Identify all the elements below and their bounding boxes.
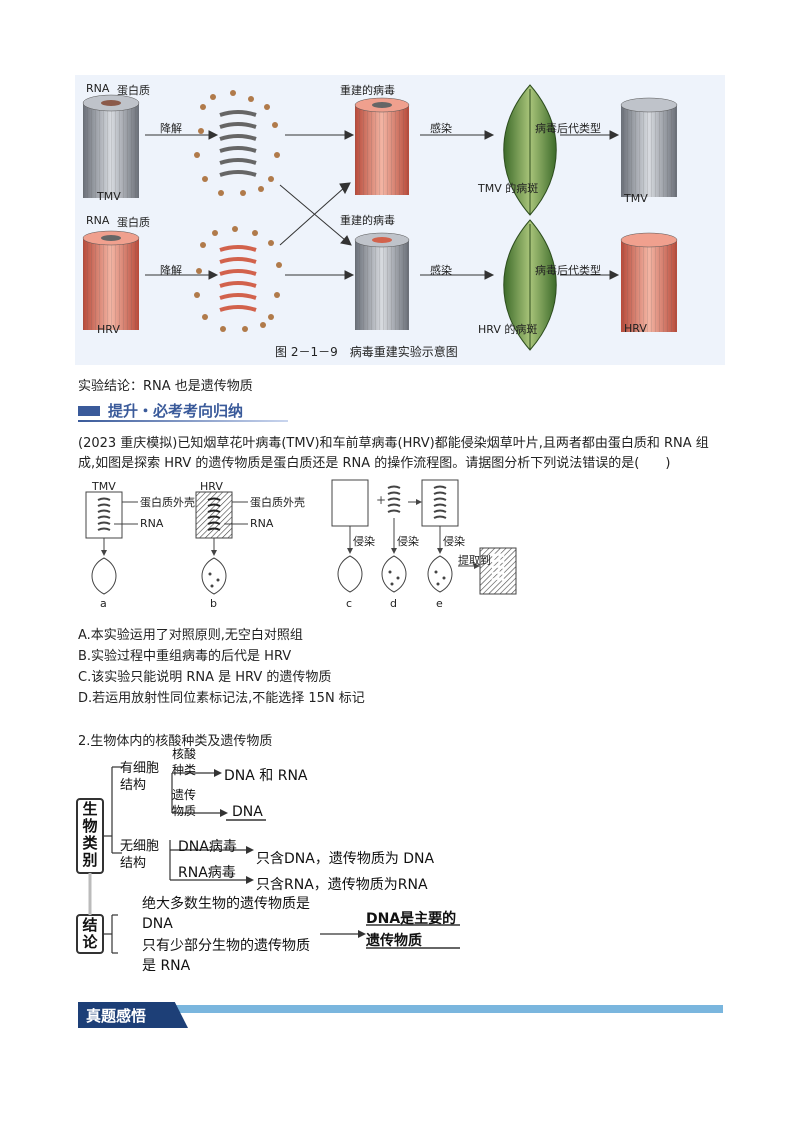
fig2-extract: 提取到 [458,554,491,567]
acellular-label: 无细胞结构 [120,839,160,871]
question-text: (2023 重庆模拟)已知烟草花叶病毒(TMV)和车前草病毒(HRV)都能侵染烟… [78,436,709,471]
fig1-result-hrv: HRV [624,322,647,335]
fig2-label-c: c [346,597,353,610]
fig2-label-b: b [210,597,217,610]
fig1-tmv-lesion: TMV 的病斑 [478,182,539,195]
only-rna-text: 只含RNA，遗传物质为RNA [256,877,428,893]
svg-text:+: + [376,493,386,507]
fig1-degrade-top: 降解 [160,122,182,135]
result-tmv [620,97,678,197]
dna-virus-label: DNA病毒 [178,839,237,855]
fig1-rna-top: RNA [86,82,110,95]
concept-map-lines [76,766,460,954]
fig2-rna-1: RNA [140,517,164,530]
rna-virus-label: RNA病毒 [178,865,236,881]
only-dna-text: 只含DNA，遗传物质为 DNA [256,851,435,867]
conclusion-box: 结论 [82,916,98,951]
subheading: 2.生物体内的核酸种类及遗传物质 [78,734,273,749]
figure-caption: 图 2－1－9 病毒重建实验示意图 [275,345,458,359]
rebuilt-virus-bottom [354,232,410,330]
fig2-tmv: TMV [92,480,116,493]
fig1-progeny-bottom: 病毒后代类型 [535,264,601,277]
category-box: 生物类别 [82,800,98,869]
fig2-infect-1: 侵染 [353,535,375,548]
experiment-conclusion: 实验结论：RNA 也是遗传物质 [78,379,253,394]
section-title: 提升・必考考向归纳 [108,402,244,420]
fig1-progeny-top: 病毒后代类型 [535,122,601,135]
fig1-rebuilt-top: 重建的病毒 [340,84,395,97]
few-organisms-text: 只有少部分生物的遗传物质是 RNA [142,938,310,974]
main-genetic-material-text: DNA是主要的遗传物质 [366,911,457,949]
fig1-protein-bottom: 蛋白质 [117,216,150,229]
genetic-material-label: 遗传物质 [172,788,197,818]
section-banner: 提升・必考考向归纳 [78,400,288,422]
dna-rna-text: DNA 和 RNA [224,768,308,784]
fig2-label-a: a [100,597,107,610]
virus-reconstruction-figure [75,75,725,365]
fig1-hrv-lesion: HRV 的病斑 [478,323,538,336]
fig1-hrv: HRV [97,323,120,336]
fig2-shell-1: 蛋白质外壳 [140,496,195,509]
option-d[interactable]: D.若运用放射性同位素标记法,不能选择 15N 标记 [78,691,365,706]
option-a[interactable]: A.本实验运用了对照原则,无空白对照组 [78,628,303,643]
fig1-tmv: TMV [97,190,121,203]
fig2-shell-2: 蛋白质外壳 [250,496,305,509]
option-c[interactable]: C.该实验只能说明 RNA 是 HRV 的遗传物质 [78,670,332,685]
hrv-virus [82,230,140,330]
cellular-label: 有细胞结构 [120,761,160,793]
nucleic-types-label: 核酸种类 [172,747,197,777]
rna-coil-bottom [219,245,257,312]
fig1-rna-bottom: RNA [86,214,110,227]
fig1-rebuilt-bottom: 重建的病毒 [340,214,395,227]
leaf-top [503,84,557,216]
fig2-label-e: e [436,597,443,610]
fig1-protein-top: 蛋白质 [117,84,150,97]
tmv-virus [82,94,140,198]
most-organisms-text: 绝大多数生物的遗传物质是 DNA [142,896,310,932]
leaf-bottom [503,219,557,351]
hrv-experiment-figure: + [85,479,517,595]
fig2-hrv: HRV [200,480,223,493]
fig2-label-d: d [390,597,397,610]
protein-particles-top [194,90,280,196]
protein-particles-bottom [194,226,282,332]
figure-arrows [145,130,620,280]
true-questions-title: 真题感悟 [86,1007,147,1025]
rebuilt-virus-top [354,97,410,195]
fig2-infect-3: 侵染 [443,535,465,548]
option-b[interactable]: B.实验过程中重组病毒的后代是 HRV [78,649,292,664]
true-questions-banner: 真题感悟 [78,1002,723,1028]
dna-text: DNA [232,804,263,820]
fig1-infect-top: 感染 [430,122,452,135]
rna-coil-top [219,110,257,177]
fig2-infect-2: 侵染 [397,535,419,548]
result-hrv [620,232,678,332]
fig1-infect-bottom: 感染 [430,264,452,277]
fig2-rna-2: RNA [250,517,274,530]
fig1-degrade-bottom: 降解 [160,264,182,277]
fig1-result-tmv: TMV [624,192,648,205]
